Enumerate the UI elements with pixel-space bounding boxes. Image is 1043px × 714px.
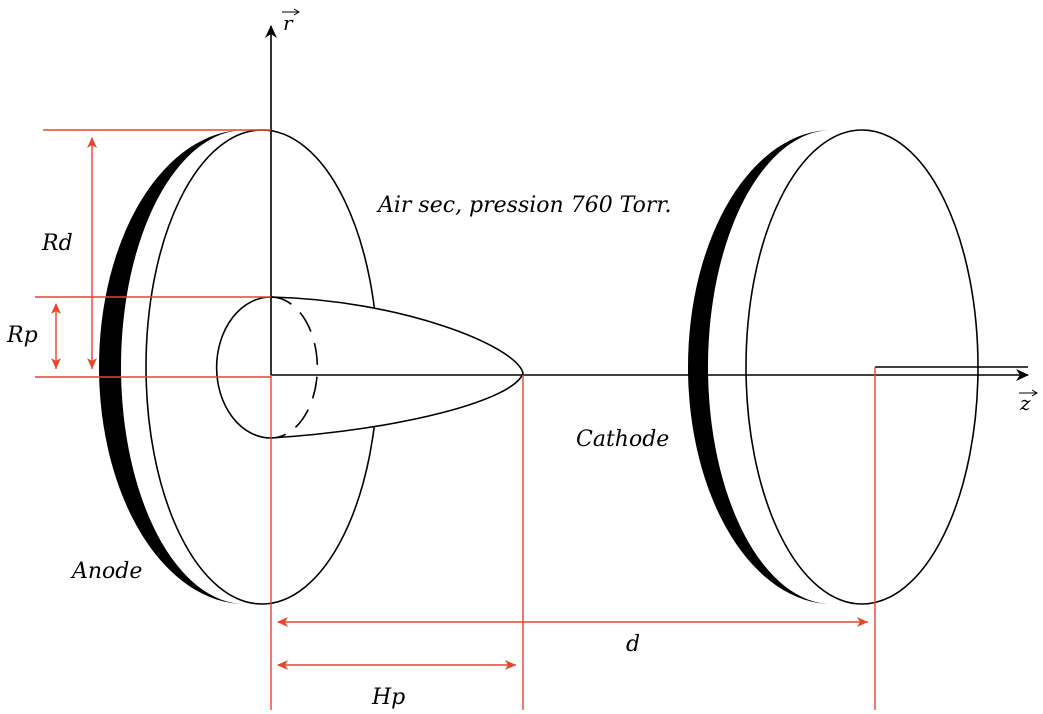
r-axis-text: r [283, 11, 294, 35]
cathode-rim [688, 130, 832, 604]
axes [265, 25, 1029, 381]
anode-label: Anode [70, 559, 142, 584]
cathode-label: Cathode [576, 427, 669, 452]
z-axis-label: z [1019, 389, 1038, 415]
plasma-channel [215, 296, 524, 439]
plasma-channel-body [215, 296, 524, 439]
hp-label: Hp [371, 685, 405, 710]
r-axis-label: r [282, 8, 300, 35]
medium-label: Air sec, pression 760 Torr. [376, 193, 672, 218]
dimension-lines [35, 129, 876, 710]
rp-label: Rp [6, 323, 38, 348]
rd-label: Rd [41, 231, 73, 256]
d-label: d [626, 632, 640, 657]
anode-rim [99, 130, 245, 604]
z-axis-text: z [1019, 391, 1031, 415]
